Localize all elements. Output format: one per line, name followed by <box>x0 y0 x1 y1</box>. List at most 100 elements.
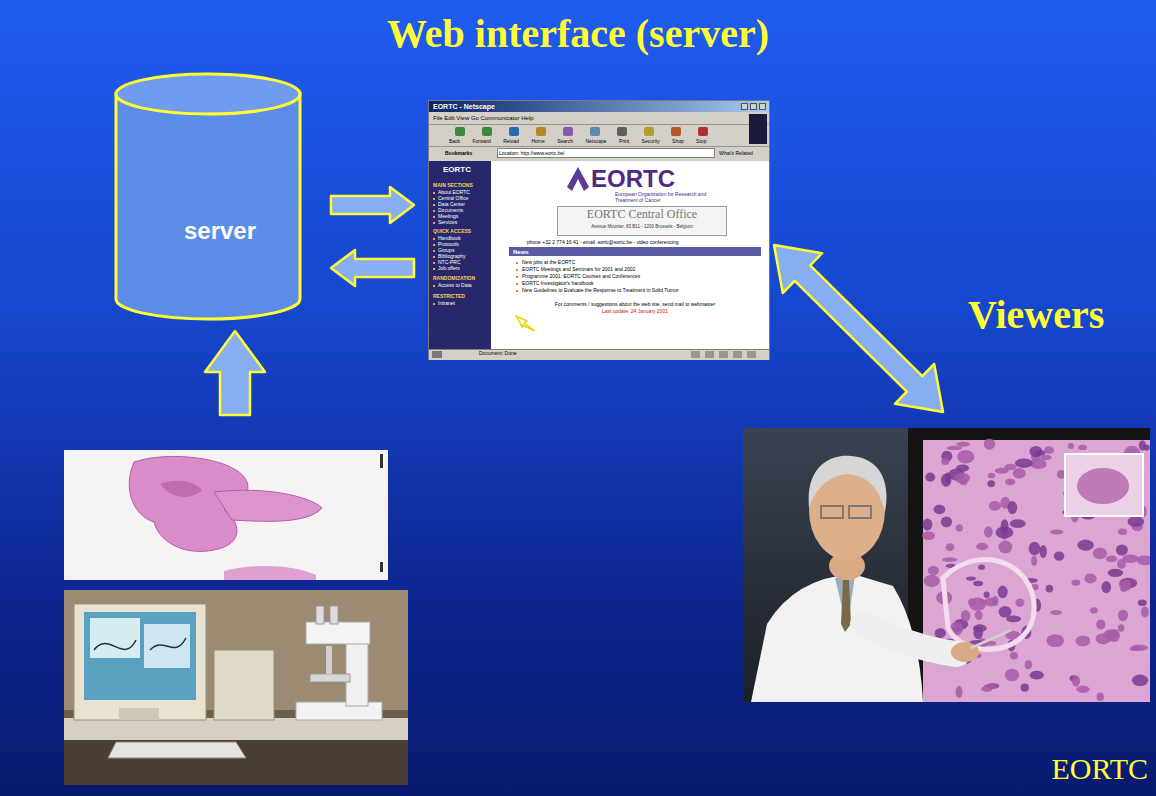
tissue-cell <box>1096 633 1112 644</box>
tissue-cell <box>923 518 933 530</box>
tissue-cell <box>1008 501 1018 514</box>
tissue-cell <box>1102 581 1112 593</box>
tissue-cell <box>1029 446 1042 457</box>
cylinder-top <box>116 74 300 114</box>
server-cylinder: server <box>113 72 327 322</box>
tissue-cell <box>1013 468 1026 478</box>
tissue-cell <box>928 566 939 575</box>
tissue-cell <box>1050 610 1062 615</box>
tissue-cell <box>998 541 1012 554</box>
web-page-text: For comments / suggestions about the web… <box>509 302 761 308</box>
inset-image <box>1065 454 1143 516</box>
web-page-text: Protocols <box>438 242 459 248</box>
web-page-text: EORTC Investigator's handbook <box>522 281 593 287</box>
tissue-cell <box>1029 542 1041 555</box>
sidebar-bullet <box>433 216 435 218</box>
toolbar-icon <box>509 127 519 136</box>
logo-shape <box>567 167 589 191</box>
toolbar-icon <box>644 127 654 136</box>
tissue-cell <box>1040 455 1052 461</box>
tissue-cell <box>973 581 983 587</box>
sidebar-bullet <box>433 250 435 252</box>
web-page-text: European Organization for Research and T… <box>615 192 715 203</box>
tissue-cell <box>975 611 983 621</box>
tissue-cell <box>941 458 949 465</box>
tissue-cell <box>998 586 1008 599</box>
tissue-cell <box>984 592 990 598</box>
doctor-tie <box>841 580 851 632</box>
tissue-cell <box>1010 519 1026 528</box>
web-page-text: New Guidelines to Evaluate the Response … <box>522 288 678 294</box>
web-page-text: Central Office <box>438 196 468 202</box>
browser-window: EORTC - NetscapeFile Edit View Go Commun… <box>428 100 770 360</box>
tissue-cell <box>1050 530 1064 535</box>
block-arrow <box>331 250 414 286</box>
web-page-text: Documents <box>438 208 463 214</box>
tissue-cell <box>1118 610 1128 621</box>
slide-title: Web interface (server) <box>0 10 1156 57</box>
toolbar-separator <box>429 146 769 147</box>
status-icon <box>747 351 756 358</box>
tissue-cell <box>1010 652 1018 659</box>
tissue-cell <box>1084 573 1096 583</box>
toolbar-icon <box>617 127 627 136</box>
web-page-text: RANDOMIZATION <box>433 276 475 282</box>
tissue-cell <box>988 473 995 479</box>
tissue-cell <box>942 557 957 562</box>
tissue-cell <box>1075 635 1090 646</box>
tissue-cell <box>973 624 987 632</box>
window-button <box>750 103 757 110</box>
web-page-text: MAIN SECTIONS <box>433 183 473 189</box>
menu-separator <box>429 124 769 125</box>
doctor-photo <box>743 428 1150 702</box>
window-button <box>759 103 766 110</box>
web-page-text: Back Forward Reload Home Search Netscape… <box>449 139 706 145</box>
doctor-arm <box>863 624 957 654</box>
tissue-cell <box>1141 607 1149 618</box>
status-icon <box>691 351 700 358</box>
sidebar-bullet <box>433 198 435 200</box>
tissue-cell <box>1046 634 1064 647</box>
web-page-text: RESTRICTED <box>433 294 465 300</box>
tissue-cell <box>956 686 963 698</box>
tissue-cell <box>954 473 970 484</box>
sidebar-bullet <box>433 192 435 194</box>
tissue-cell <box>961 610 971 622</box>
corner-label: EORTC <box>1051 752 1148 786</box>
tissue-cell <box>924 575 940 587</box>
tissue-cell <box>947 446 962 450</box>
block-arrow <box>331 187 414 223</box>
web-page-text: Location: http://www.eortc.be/ <box>499 151 565 157</box>
glasses-right <box>849 506 871 518</box>
tissue-cell <box>1025 660 1032 669</box>
workstation-photo <box>64 590 408 785</box>
toolbar-icon <box>671 127 681 136</box>
server-label: server <box>113 218 327 244</box>
sidebar-bullet <box>433 303 435 305</box>
tissue-cell <box>1046 585 1053 593</box>
web-page-text: Intranet <box>438 301 455 307</box>
tissue-cell <box>1005 479 1015 486</box>
toolbar-icon <box>563 127 573 136</box>
pointer-pen <box>971 630 1011 648</box>
yellow-arrow <box>515 315 537 333</box>
tissue-cell <box>1122 555 1138 563</box>
tissue-cell <box>978 565 985 570</box>
web-page-text: Job offers <box>438 266 460 272</box>
news-bullet <box>516 283 518 285</box>
sidebar-bullet <box>433 256 435 258</box>
tissue-cell <box>934 505 946 514</box>
inset-tissue <box>1077 468 1129 504</box>
tissue-cell <box>996 526 1014 538</box>
web-page-text: Handbook <box>438 236 461 242</box>
web-page-text: Data Center <box>438 202 465 208</box>
tissue-cell <box>987 480 995 487</box>
tissue-cell <box>1096 620 1105 630</box>
web-page-text: File Edit View Go Communicator Help <box>433 115 534 122</box>
news-bullet <box>516 262 518 264</box>
web-page-text: Groups <box>438 248 454 254</box>
tissue-cell <box>1077 540 1093 551</box>
tissue-cell <box>1031 556 1037 566</box>
